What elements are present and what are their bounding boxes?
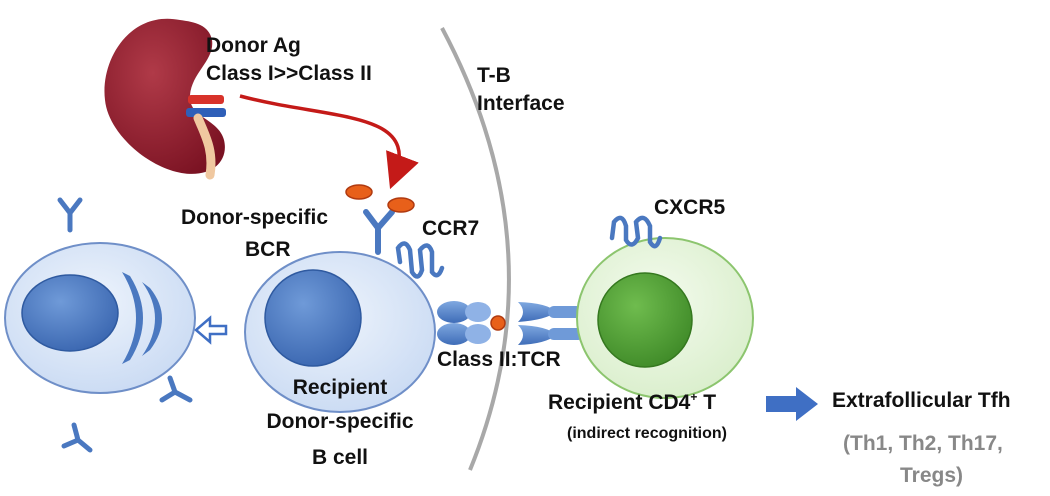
b-cell-name-line1: Recipient <box>292 376 388 399</box>
bcr-label-line2: BCR <box>245 238 291 261</box>
tfh-subsets-line2: Tregs) <box>900 464 964 487</box>
bcr-icon <box>363 209 395 255</box>
differentiation-arrow <box>194 315 228 345</box>
t-cell-recognition-note: (indirect recognition) <box>567 425 727 442</box>
plasma-cell-nucleus <box>21 274 119 352</box>
antibody-icon <box>159 375 193 403</box>
er-membrane-outer <box>142 282 162 356</box>
cxcr5-label: CXCR5 <box>654 196 726 219</box>
ccr7-receptor-icon <box>395 241 445 279</box>
ccr7-label: CCR7 <box>422 217 480 240</box>
kidney-icon <box>104 18 226 180</box>
antibody-icon <box>57 197 83 233</box>
antibody-icon <box>61 422 93 453</box>
donor-ag-subtitle: Class I>>Class II <box>206 62 372 85</box>
antigen-icon <box>387 197 415 213</box>
tfh-subsets-line1: (Th1, Th2, Th17, <box>843 432 1003 455</box>
bcr-label-line1: Donor-specific <box>181 206 329 229</box>
extrafollicular-tfh-title: Extrafollicular Tfh <box>832 389 1011 412</box>
interface-label-line2: Interface <box>477 92 565 115</box>
tcr-icon <box>518 302 584 345</box>
tfh-arrow <box>766 387 818 421</box>
plasma-cell <box>4 242 196 394</box>
class-ii-tcr-label: Class II:TCR <box>437 348 561 371</box>
donor-ag-title: Donor Ag <box>206 34 301 57</box>
b-cell-nucleus <box>264 269 362 367</box>
cxcr5-receptor-icon <box>609 215 663 249</box>
t-cell-nucleus <box>597 272 693 368</box>
er-membrane-inner <box>122 272 143 364</box>
mhc-class-ii-icon <box>437 301 491 345</box>
t-cell-name: Recipient CD4+ T <box>548 390 717 414</box>
b-cell-name-line2: Donor-specific <box>266 410 414 433</box>
antigen-icon <box>345 184 373 200</box>
antigen-arrow <box>239 94 419 190</box>
b-cell-name-line3: B cell <box>311 446 369 469</box>
t-b-interface-line <box>440 27 511 471</box>
recipient-cd4-t-cell <box>576 237 754 399</box>
peptide-antigen-icon <box>490 315 506 331</box>
recipient-b-cell <box>244 251 436 413</box>
interface-label-line1: T-B <box>477 64 511 87</box>
